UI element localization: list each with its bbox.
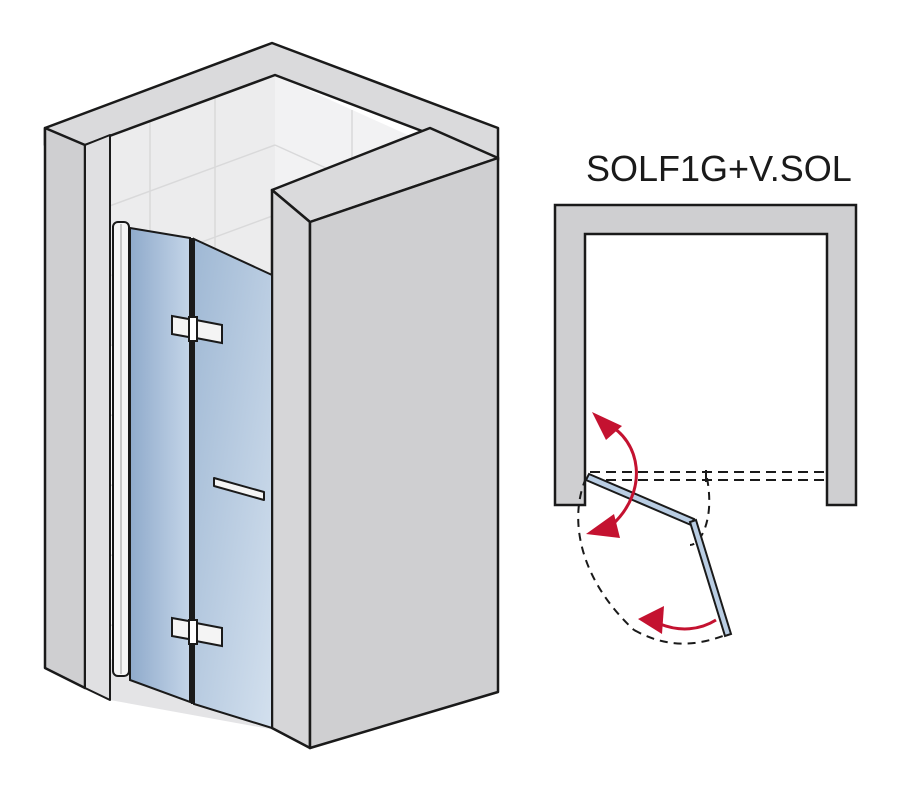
right-wall-side [308, 156, 500, 750]
swing-arc-bottom [633, 629, 729, 645]
plan-view [553, 203, 858, 645]
door-handle [213, 477, 265, 501]
right-wall-front-edge [270, 188, 312, 750]
plan-walls [553, 203, 858, 507]
hinge-top [171, 314, 223, 345]
door-panel-outer [688, 518, 733, 638]
door-swing-arrow-icon [638, 606, 717, 634]
swing-arc-inner [577, 477, 635, 631]
model-code-label: SOLF1G+V.SOL [586, 148, 852, 189]
left-wall-front [43, 126, 87, 690]
left-wall-inner-edge [84, 134, 111, 701]
door-swing-arrow-icon [586, 412, 638, 538]
door-panel-inner [584, 472, 696, 527]
hinge-bottom [171, 616, 223, 648]
isometric-view [43, 41, 500, 750]
swing-arc-outer [689, 477, 711, 546]
